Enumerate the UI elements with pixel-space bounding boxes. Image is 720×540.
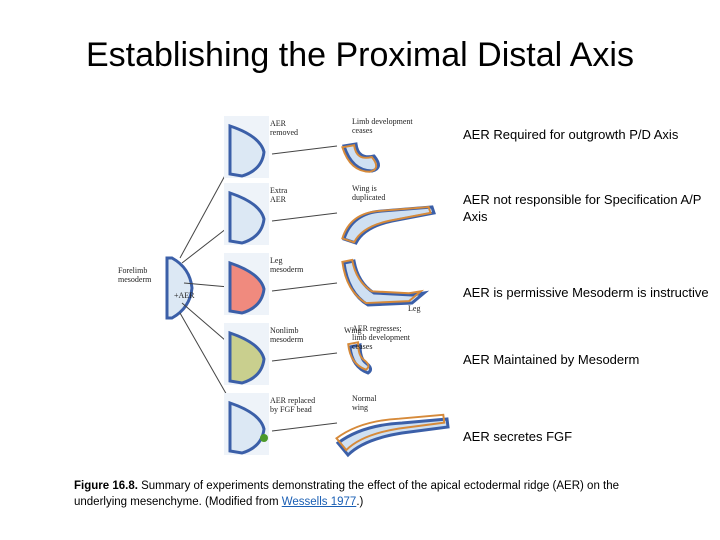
row-3-limb-bud xyxy=(228,260,266,315)
note-2: AER not responsible for Specification A/… xyxy=(463,192,702,224)
note-5: AER secretes FGF xyxy=(463,429,573,444)
source-plus-label: +AER xyxy=(174,291,195,300)
row-2-arrow xyxy=(271,212,338,222)
row-5-arrow xyxy=(271,422,338,432)
caption-figure-ref: Figure 16.8. xyxy=(74,480,138,492)
row-3-left-label-2: mesoderm xyxy=(270,265,304,274)
row-1-left-label-1: AER xyxy=(270,119,287,128)
slide-title: Establishing the Proximal Distal Axis xyxy=(85,36,634,74)
row-4-left-label-2: mesoderm xyxy=(270,335,304,344)
fgf-bead xyxy=(260,434,268,442)
caption-tail: .) xyxy=(356,496,364,508)
row-4-right-label-2: limb development xyxy=(352,333,411,342)
row-2-left-label-1: Extra xyxy=(270,186,288,195)
row-1-right-label-1: Limb development xyxy=(352,117,413,126)
caption-text: Summary of experiments demonstrating the… xyxy=(74,480,620,508)
row-1-left-label-2: removed xyxy=(270,128,298,137)
row-4-result-bones xyxy=(347,341,370,371)
row-4-arrow xyxy=(271,352,338,362)
row-5-result-limb xyxy=(335,417,450,458)
row-1-right-label-2: ceases xyxy=(352,126,372,135)
row-2-left-label-2: AER xyxy=(270,195,287,204)
source-label-2: mesoderm xyxy=(118,275,152,284)
row-4-right-label-1: AER regresses; xyxy=(352,324,402,333)
row-5-left-label-2: by FGF bead xyxy=(270,405,312,414)
row-5-result-bones xyxy=(335,413,446,452)
row-4-left-label-1: Nonlimb xyxy=(270,326,298,335)
row-5-left-label-1: AER replaced xyxy=(270,396,315,405)
middle-wing-label: Wing xyxy=(344,326,361,335)
source-limb-bud xyxy=(165,256,194,320)
row-5-limb-bud xyxy=(228,400,266,455)
row-2-result-bones xyxy=(341,205,432,244)
row-2-right-label-1: Wing is xyxy=(352,184,377,193)
row-2-limb-bud xyxy=(228,190,266,245)
caption-link[interactable]: Wessells 1977 xyxy=(281,496,357,508)
note-3: AER is permissive Mesoderm is instructiv… xyxy=(463,285,709,300)
note-4: AER Maintained by Mesoderm xyxy=(463,352,640,367)
figure-caption: Figure 16.8. Summary of experiments demo… xyxy=(74,478,634,510)
row-2-right-label-2: duplicated xyxy=(352,193,385,202)
row-3-right-label-1: Leg xyxy=(408,304,420,313)
row-3-left-label-1: Leg xyxy=(270,256,282,265)
row-1-result-bones xyxy=(341,144,378,173)
note-1: AER Required for outgrowth P/D Axis xyxy=(463,127,679,142)
row-1-limb-bud xyxy=(228,123,266,178)
row-3-result-bones xyxy=(341,258,425,305)
row-4-right-label-3: ceases xyxy=(352,342,372,351)
source-label-1: Forelimb xyxy=(118,266,147,275)
row-1-arrow xyxy=(271,145,338,155)
row-5-right-label-2: wing xyxy=(352,403,368,412)
row-5-right-label-1: Normal xyxy=(352,394,377,403)
row-3-arrow xyxy=(271,282,338,292)
row-4-limb-bud xyxy=(228,330,266,385)
